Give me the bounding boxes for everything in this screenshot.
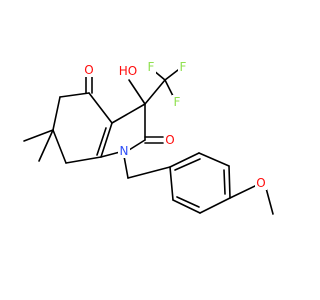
bond-c7-c6	[52, 129, 67, 164]
bond-n1-c7a	[100, 151, 121, 158]
bond-c3a-c7a	[100, 122, 113, 158]
bond-ch2-aryl	[127, 166, 171, 179]
bond-ar2-ar3	[198, 152, 230, 167]
bond-c2-n1	[128, 139, 146, 151]
atom-hydroxyl: HO	[119, 64, 137, 78]
bond-c3a-c7a-inner	[96, 127, 107, 156]
bond-c6-methyl-lower	[38, 129, 54, 162]
bond-c6-c5	[52, 96, 61, 131]
bond-c3-oh	[128, 79, 146, 105]
molecule-structure: O HO F F F O N O	[23, 60, 274, 215]
atom-f-top-left: F	[148, 60, 155, 74]
bond-ar1-ar2-inner	[174, 158, 201, 171]
bond-layer	[23, 69, 274, 215]
bond-ar6-ar1	[169, 166, 174, 201]
atom-o-lactam: O	[165, 133, 174, 147]
bond-ar4-ar5	[199, 197, 231, 214]
bond-c4-c3a	[88, 92, 113, 124]
atom-n-ring: N	[120, 144, 129, 158]
bond-ar1-ar2	[169, 152, 200, 168]
bond-ar4-o-methoxy	[229, 184, 258, 199]
bond-c6-methyl-left	[23, 129, 54, 142]
bond-c5-c4	[59, 92, 90, 98]
bond-n1-ch2	[123, 155, 129, 179]
bond-ar5-ar6	[172, 199, 201, 214]
bond-ar3-ar4-inner	[223, 169, 226, 195]
bond-cf3-f-top-right	[164, 69, 179, 81]
atom-f-right: F	[174, 95, 181, 109]
bond-c3-cf3	[144, 79, 166, 105]
atom-f-top-right: F	[180, 60, 187, 74]
bond-c7a-c7	[65, 156, 102, 164]
bond-ar3-ar4	[228, 165, 231, 199]
atom-o-ketone: O	[84, 63, 93, 77]
bond-ar5-ar6-inner	[176, 196, 200, 208]
atom-label-layer: O HO F F F O N O	[83, 60, 267, 190]
bond-c3a-c3	[111, 103, 146, 124]
atom-o-methoxy: O	[256, 176, 265, 190]
bond-o-methoxy-ch3	[265, 187, 274, 215]
